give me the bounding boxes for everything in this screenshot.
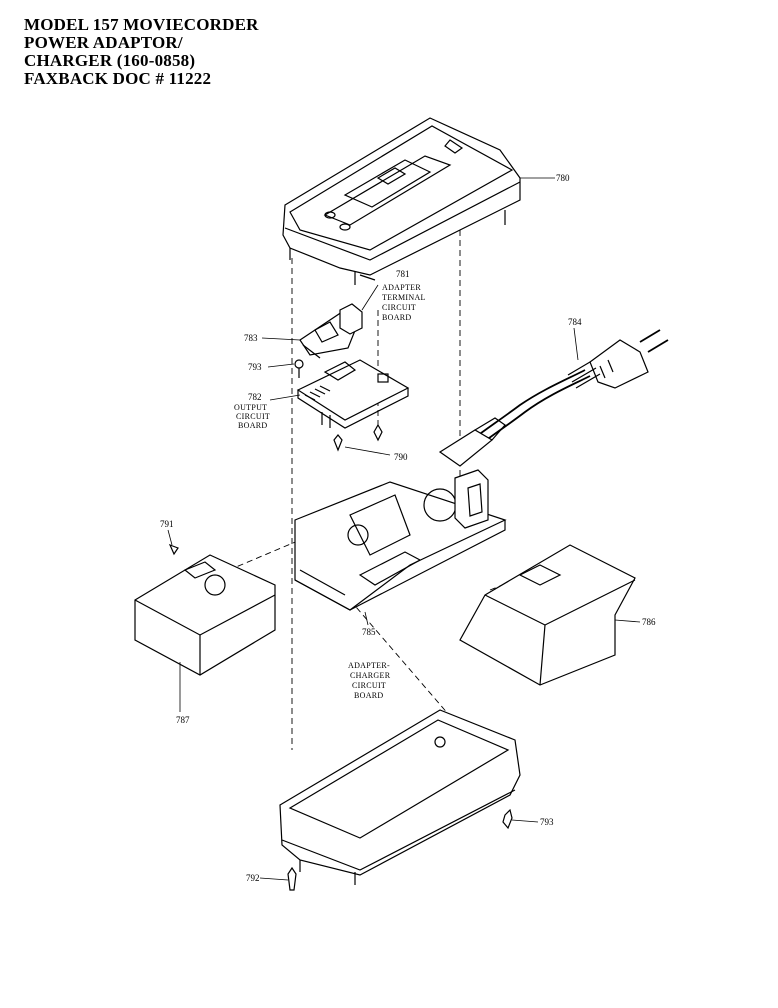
label-782-desc-2: CIRCUIT bbox=[236, 412, 270, 421]
label-780: 780 bbox=[556, 173, 570, 183]
terminal-board-781 bbox=[299, 303, 363, 359]
screws-lower bbox=[287, 808, 513, 891]
label-793-lower: 793 bbox=[540, 817, 554, 827]
header-model: MODEL 157 MOVIECORDER bbox=[24, 15, 259, 34]
header-title: POWER ADAPTOR/ bbox=[24, 33, 183, 52]
label-785-desc-3: CIRCUIT bbox=[352, 681, 386, 690]
label-785-desc-2: CHARGER bbox=[350, 671, 391, 680]
label-781-desc-3: CIRCUIT bbox=[382, 303, 416, 312]
leader-lines bbox=[167, 177, 641, 881]
label-785-desc-4: BOARD bbox=[354, 691, 384, 700]
label-782: 782 bbox=[248, 392, 262, 402]
output-board-782 bbox=[296, 359, 410, 429]
label-787: 787 bbox=[176, 715, 190, 725]
header-part-number: CHARGER (160-0858) bbox=[24, 51, 196, 70]
part-labels: 780 781 ADAPTER TERMINAL CIRCUIT BOARD 7… bbox=[160, 173, 656, 883]
label-781-desc-1: ADAPTER bbox=[382, 283, 421, 292]
bottom-housing bbox=[279, 709, 521, 885]
shield-787 bbox=[134, 543, 276, 676]
document-header: MODEL 157 MOVIECORDER POWER ADAPTOR/ CHA… bbox=[24, 16, 259, 88]
label-783: 783 bbox=[244, 333, 258, 343]
label-786: 786 bbox=[642, 617, 656, 627]
label-792: 792 bbox=[246, 873, 260, 883]
label-790: 790 bbox=[394, 452, 408, 462]
label-791: 791 bbox=[160, 519, 174, 529]
power-cord-784 bbox=[438, 329, 669, 467]
screws-upper bbox=[294, 359, 383, 452]
top-housing-780 bbox=[282, 117, 521, 285]
label-782-desc-3: BOARD bbox=[238, 421, 268, 430]
cover-786 bbox=[459, 544, 636, 686]
label-785: 785 bbox=[362, 627, 376, 637]
label-782-desc-1: OUTPUT bbox=[234, 403, 267, 412]
label-784: 784 bbox=[568, 317, 582, 327]
label-793-upper: 793 bbox=[248, 362, 262, 372]
header-doc-number: FAXBACK DOC # 11222 bbox=[24, 69, 212, 88]
label-781: 781 bbox=[396, 269, 410, 279]
label-781-desc-4: BOARD bbox=[382, 313, 412, 322]
main-board-785 bbox=[294, 469, 507, 611]
label-781-desc-2: TERMINAL bbox=[382, 293, 426, 302]
label-785-desc-1: ADAPTER- bbox=[348, 661, 390, 670]
